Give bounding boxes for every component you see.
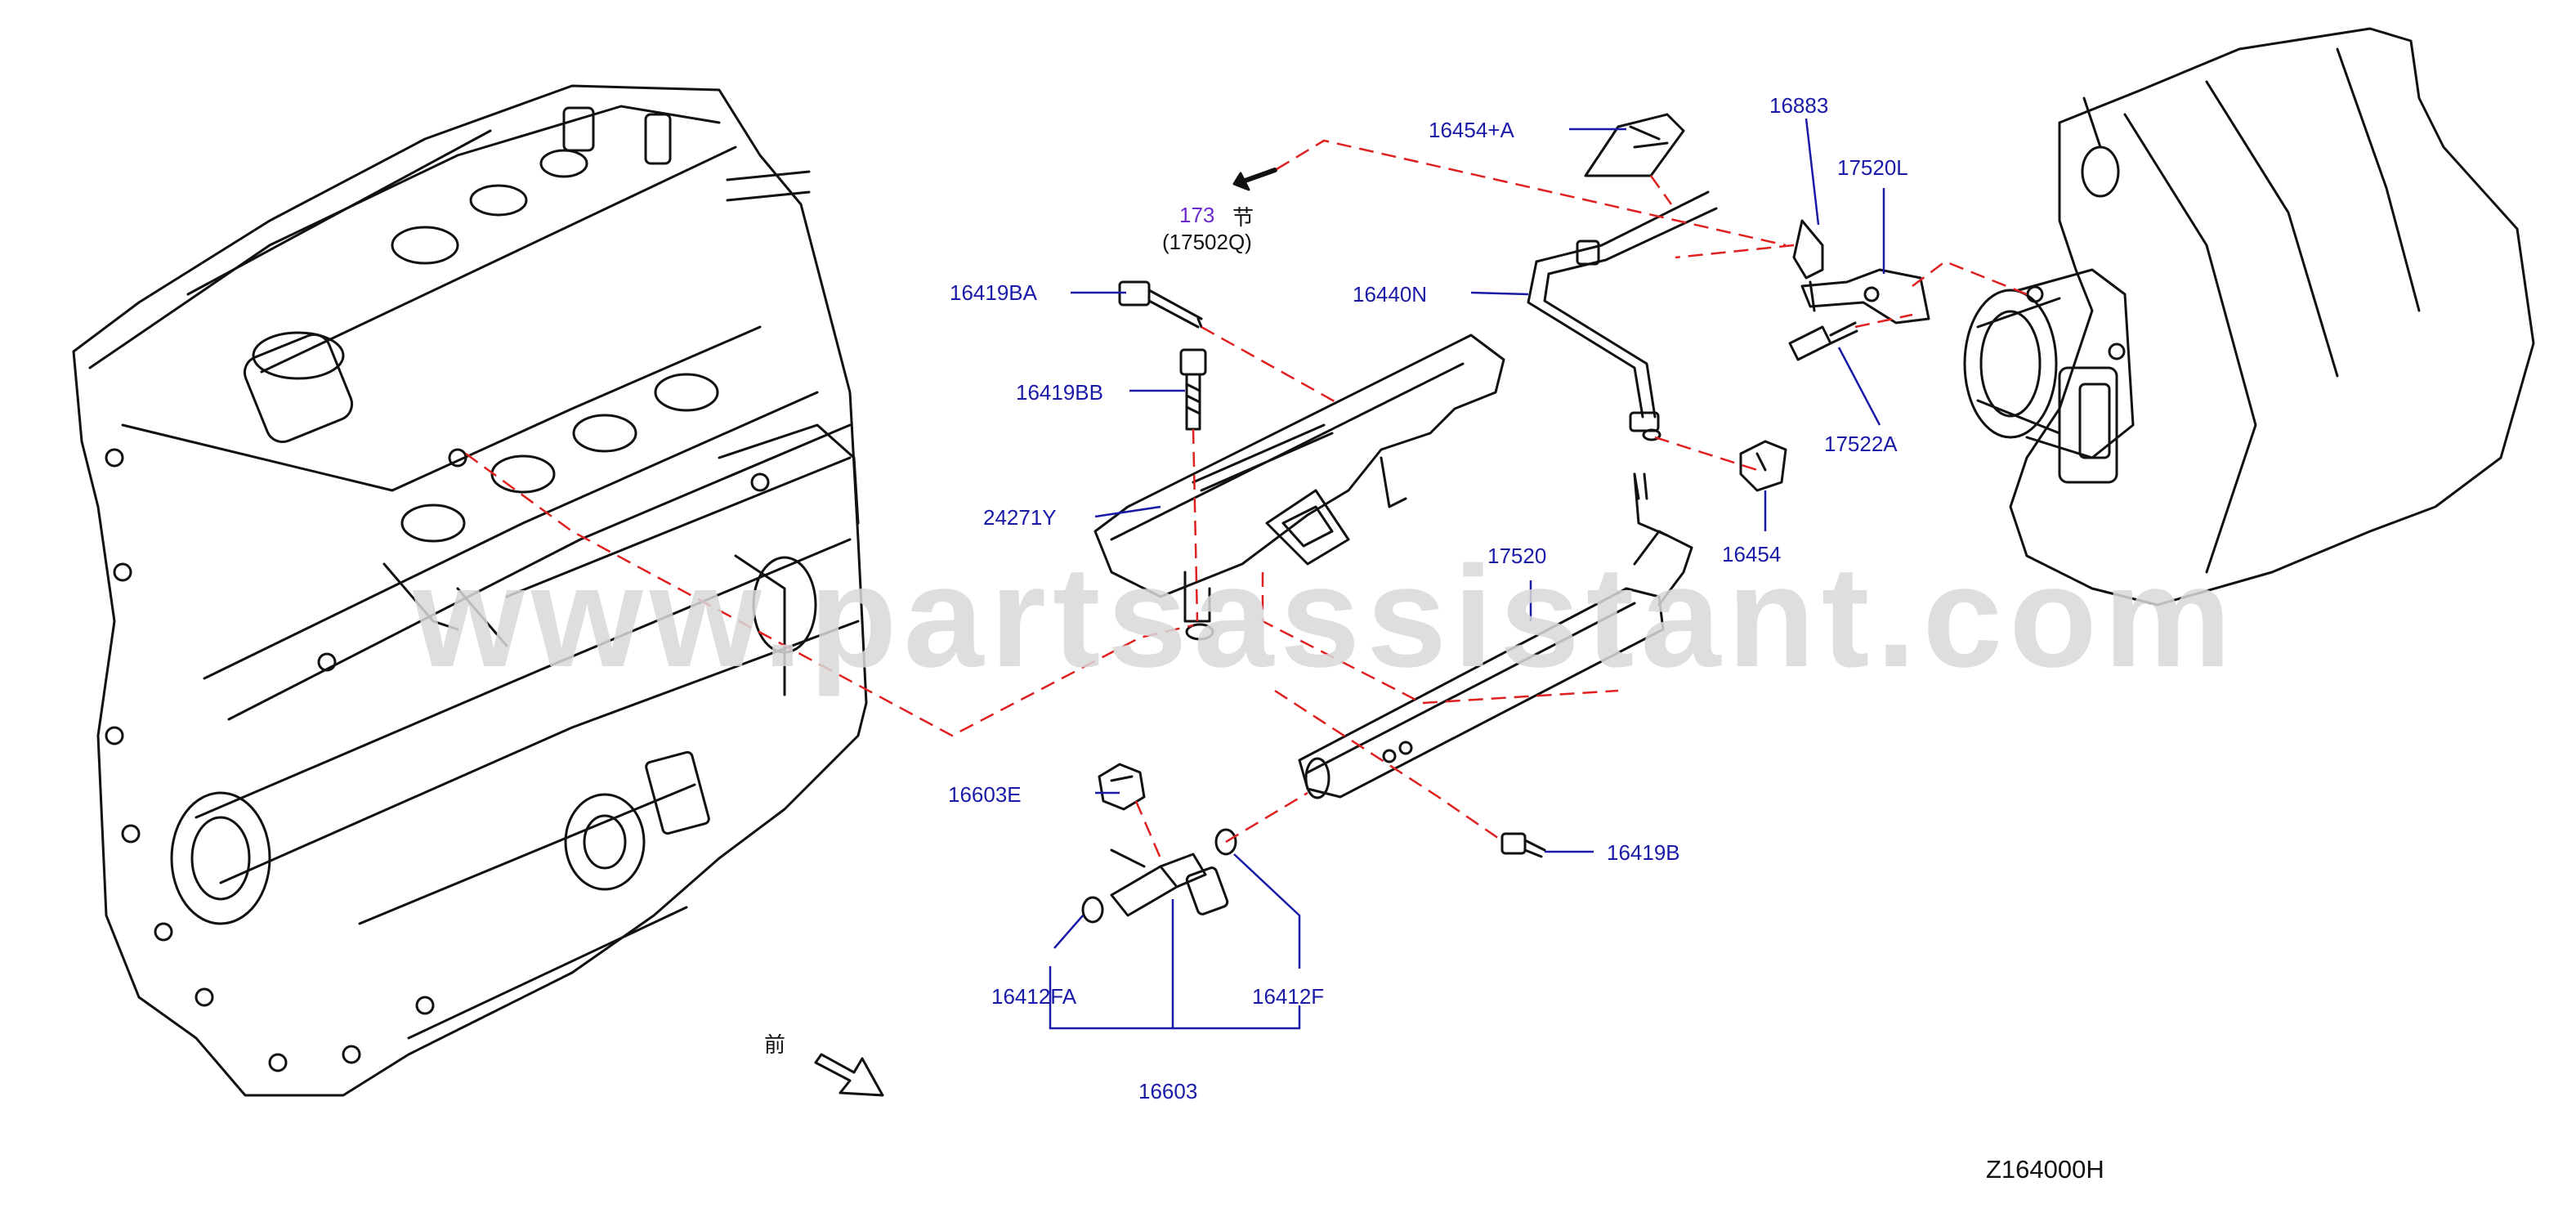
part-16412f-oring — [1214, 828, 1237, 856]
engine-block — [72, 84, 868, 1097]
reference-part-number: (17502Q) — [1162, 230, 1252, 254]
reference-section-char: 节 — [1232, 206, 1254, 231]
front-marker-label: 前 — [764, 1033, 786, 1058]
reference-arrow-icon — [1232, 168, 1277, 191]
part-17522a-bolt — [1788, 321, 1858, 361]
part-label-16419b[interactable]: 16419B — [1607, 840, 1680, 865]
part-label-16883[interactable]: 16883 — [1769, 93, 1829, 118]
part-16419bb-bolt — [1179, 348, 1207, 431]
part-16454a-clip — [1584, 113, 1685, 177]
part-label-16454[interactable]: 16454 — [1722, 542, 1782, 566]
part-16419b-bolt — [1500, 832, 1546, 858]
part-16454-clamp — [1739, 440, 1787, 492]
part-16419ba-bolt — [1118, 280, 1203, 329]
part-label-16603e[interactable]: 16603E — [948, 782, 1022, 807]
part-label-16440n[interactable]: 16440N — [1353, 282, 1428, 307]
part-label-17520[interactable]: 17520 — [1487, 544, 1547, 568]
part-label-24271y[interactable]: 24271Y — [983, 505, 1057, 530]
part-16603-injector — [1110, 848, 1229, 917]
part-label-16454a[interactable]: 16454+A — [1429, 118, 1514, 142]
part-label-17520l[interactable]: 17520L — [1837, 155, 1908, 180]
leader-lines — [1049, 118, 1885, 1030]
callout-lines — [465, 139, 2028, 859]
part-label-16419bb[interactable]: 16419BB — [1016, 380, 1103, 405]
watermark-text: www.partsassistant.com — [413, 537, 2238, 697]
diagram-code: Z164000H — [1986, 1155, 2104, 1184]
part-label-17522a[interactable]: 17522A — [1824, 432, 1898, 456]
part-16440n-hose — [1527, 190, 1718, 441]
part-label-16412f[interactable]: 16412F — [1252, 984, 1325, 1009]
part-17520-rail — [1298, 472, 1693, 799]
intake-manifold — [1963, 27, 2535, 606]
part-16412fa-oring — [1081, 896, 1104, 924]
part-16603e-clip — [1098, 763, 1146, 811]
part-label-16419ba[interactable]: 16419BA — [950, 280, 1037, 305]
part-label-16603[interactable]: 16603 — [1138, 1079, 1198, 1103]
part-17520l-bracket — [1792, 219, 1930, 325]
front-arrow-icon — [814, 1053, 884, 1097]
reference-section-link[interactable]: 173 — [1179, 203, 1215, 227]
part-label-16412fa[interactable]: 16412FA — [991, 984, 1077, 1009]
